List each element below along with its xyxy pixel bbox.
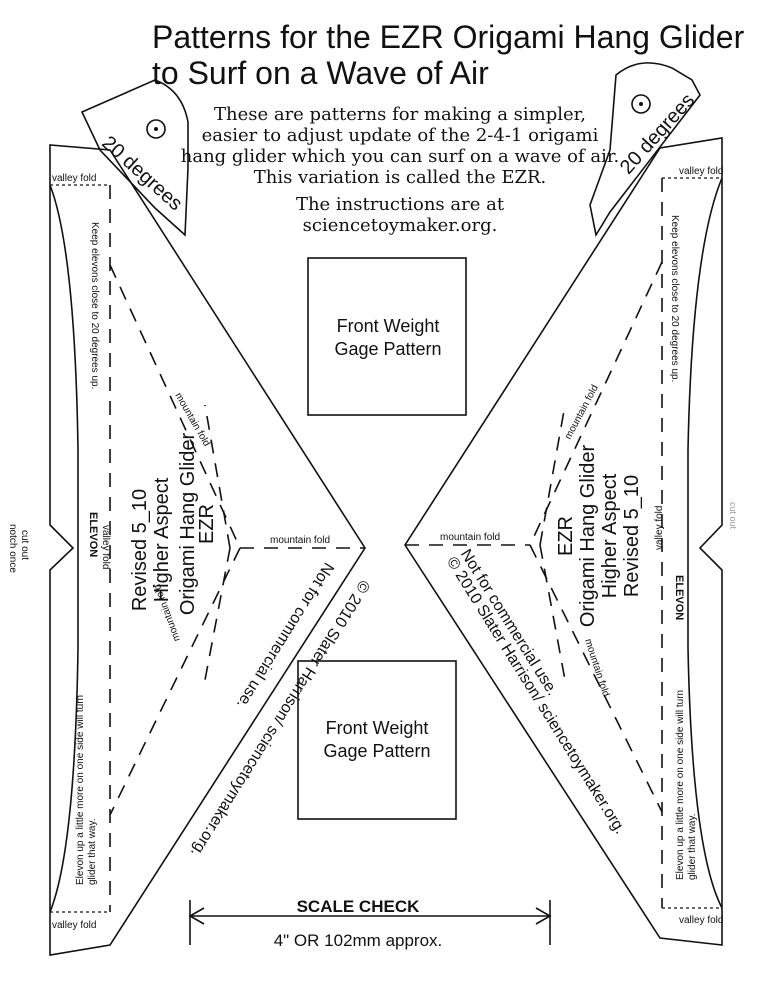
valley-fold-label: valley fold: [52, 173, 96, 184]
model-label-line-2: Origami Hang Glider: [177, 433, 199, 616]
intro-paragraph: These are patterns for making a simpler,…: [181, 104, 619, 236]
title-line-1: Patterns for the EZR Origami Hang Glider: [152, 19, 745, 55]
gage-box-top: Front Weight Gage Pattern: [307, 257, 467, 416]
valley-fold-label: valley fold: [679, 915, 723, 926]
intro-line-2: easier to adjust update of the 2-4-1 ori…: [202, 125, 599, 146]
mountain-fold-label: mountain fold: [270, 535, 330, 546]
pivot-circle-icon: [146, 119, 166, 139]
elevon-label: ELEVON: [673, 575, 685, 620]
gage-box-bottom: Front Weight Gage Pattern: [297, 660, 457, 820]
model-label-right: EZR Origami Hang Glider Higher Aspect Re…: [555, 445, 643, 628]
note-top-right: Keep elevons close to 20 degrees up.: [669, 215, 680, 382]
model-label-line-3: Higher Aspect: [599, 473, 621, 598]
model-label-left: EZR Origami Hang Glider Higher Aspect Re…: [129, 433, 218, 616]
intro-line-4: This variation is called the EZR.: [254, 167, 547, 188]
scale-check-label: SCALE CHECK: [297, 897, 421, 916]
model-label-line-1: EZR: [196, 504, 218, 544]
intro-line-5: The instructions are at: [296, 194, 505, 215]
notch-label-line-1: cut out: [19, 530, 30, 560]
angle-tool-left: 20 degrees: [80, 79, 189, 237]
note-top-left: Keep elevons close to 20 degrees up.: [89, 222, 100, 389]
model-label-line-4: Revised 5_10: [621, 475, 643, 597]
gage-label-line-2: Gage Pattern: [323, 741, 430, 761]
note-bottom-right-line-2: glider that way.: [687, 813, 698, 880]
note-bottom-left-line-2: glider that way.: [87, 818, 98, 885]
mountain-fold-label: mountain fold: [582, 638, 611, 699]
model-label-line-2: Origami Hang Glider: [577, 445, 599, 628]
valley-fold-label: valley fold: [100, 525, 111, 569]
valley-fold-label: valley fold: [52, 920, 96, 931]
gage-label-line-2: Gage Pattern: [334, 339, 441, 359]
angle-tool-label-left: 20 degrees: [97, 132, 186, 215]
title-line-2: to Surf on a Wave of Air: [152, 55, 489, 91]
scale-check: SCALE CHECK 4" OR 102mm approx.: [188, 897, 552, 950]
note-bottom-right-line-1: Elevon up a little more on one side will…: [675, 690, 686, 880]
valley-fold-label: valley fold: [679, 166, 723, 177]
right-wing-pattern: valley fold valley fold Keep elevons clo…: [404, 137, 738, 946]
model-label-line-3: Higher Aspect: [151, 477, 173, 602]
intro-line-3: hang glider which you can surf on a wave…: [181, 146, 619, 167]
notch-label-line-2: notch once: [7, 524, 18, 573]
copyright-line-2: Not for commercial use.: [233, 559, 337, 711]
note-bottom-left-line-1: Elevon up a little more on one side will…: [75, 695, 86, 885]
valley-fold-label: valley fold: [654, 506, 665, 550]
intro-line-6: sciencetoymaker.org.: [303, 215, 498, 236]
intro-line-1: These are patterns for making a simpler,: [214, 104, 586, 125]
model-label-line-1: EZR: [555, 516, 577, 556]
mountain-fold-label: mountain fold: [440, 532, 500, 543]
elevon-label: ELEVON: [87, 512, 99, 557]
pivot-circle-icon: [631, 94, 651, 114]
left-wing-pattern: valley fold valley fold Keep elevons clo…: [7, 144, 373, 956]
model-label-line-4: Revised 5_10: [129, 489, 151, 611]
gage-label-line-1: Front Weight: [326, 718, 429, 738]
mountain-fold-label: mountain fold: [563, 383, 601, 441]
gage-label-line-1: Front Weight: [337, 316, 440, 336]
scale-check-measure: 4" OR 102mm approx.: [274, 931, 443, 950]
notch-label-right: cut out: [728, 502, 738, 530]
